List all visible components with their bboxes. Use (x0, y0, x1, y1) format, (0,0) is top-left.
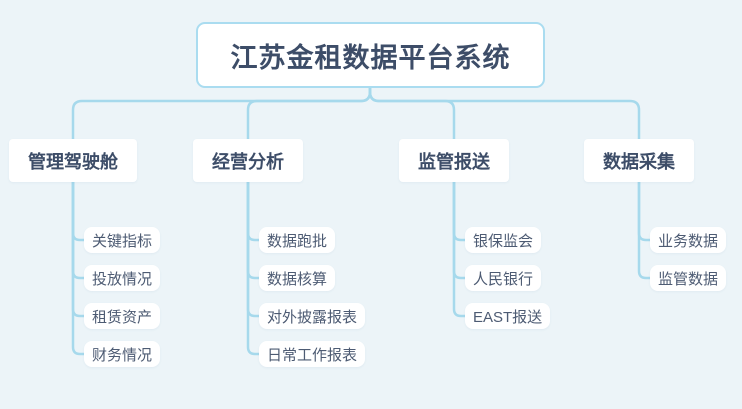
connector-line (71, 180, 85, 356)
child-node[interactable]: 数据跑批 (259, 227, 336, 253)
connector-line (71, 180, 85, 280)
child-node[interactable]: 人民银行 (465, 265, 542, 291)
child-node[interactable]: 财务情况 (84, 341, 161, 367)
connector-line (452, 180, 466, 318)
child-node[interactable]: 监管数据 (650, 265, 727, 291)
connector-line (246, 88, 372, 143)
connector-line (246, 180, 260, 242)
connector-line (368, 88, 456, 143)
connector-line (452, 180, 466, 280)
connector-line (71, 88, 372, 143)
child-node-label: 租赁资产 (92, 308, 153, 326)
connector-line (637, 180, 651, 242)
connector-line (246, 180, 260, 280)
child-node-label: 财务情况 (92, 346, 153, 364)
connector-line (452, 180, 466, 242)
connector-line (368, 88, 641, 143)
child-node-label: 日常工作报表 (267, 346, 358, 364)
connector-line (246, 180, 260, 356)
child-node[interactable]: 对外披露报表 (259, 303, 366, 329)
child-node[interactable]: 投放情况 (84, 265, 161, 291)
child-node[interactable]: 租赁资产 (84, 303, 161, 329)
branch-node[interactable]: 监管报送 (399, 139, 509, 182)
child-node-label: 关键指标 (92, 232, 153, 250)
child-node-label: 监管数据 (658, 270, 719, 288)
child-node-label: 数据核算 (267, 270, 328, 288)
child-node[interactable]: EAST报送 (465, 303, 551, 329)
child-node-label: 数据跑批 (267, 232, 328, 250)
connector-line (71, 180, 85, 318)
child-node-label: EAST报送 (473, 308, 543, 326)
branch-node-label: 经营分析 (212, 151, 284, 172)
branch-node-label: 管理驾驶舱 (28, 151, 118, 172)
child-node[interactable]: 银保监会 (465, 227, 542, 253)
child-node-label: 银保监会 (473, 232, 534, 250)
branch-node-label: 数据采集 (603, 151, 675, 172)
connector-line (246, 180, 260, 318)
child-node[interactable]: 业务数据 (650, 227, 727, 253)
root-node-label: 江苏金租数据平台系统 (230, 42, 511, 73)
branch-node[interactable]: 管理驾驶舱 (9, 139, 137, 182)
root-node[interactable]: 江苏金租数据平台系统 (196, 22, 545, 88)
branch-node-label: 监管报送 (418, 151, 490, 172)
child-node[interactable]: 数据核算 (259, 265, 336, 291)
connector-line (637, 180, 651, 280)
child-node-label: 业务数据 (658, 232, 719, 250)
connector-line (71, 180, 85, 242)
child-node-label: 人民银行 (473, 270, 534, 288)
branch-node[interactable]: 经营分析 (193, 139, 303, 182)
child-node[interactable]: 日常工作报表 (259, 341, 366, 367)
branch-node[interactable]: 数据采集 (584, 139, 694, 182)
child-node[interactable]: 关键指标 (84, 227, 161, 253)
child-node-label: 投放情况 (92, 270, 153, 288)
child-node-label: 对外披露报表 (267, 308, 358, 326)
